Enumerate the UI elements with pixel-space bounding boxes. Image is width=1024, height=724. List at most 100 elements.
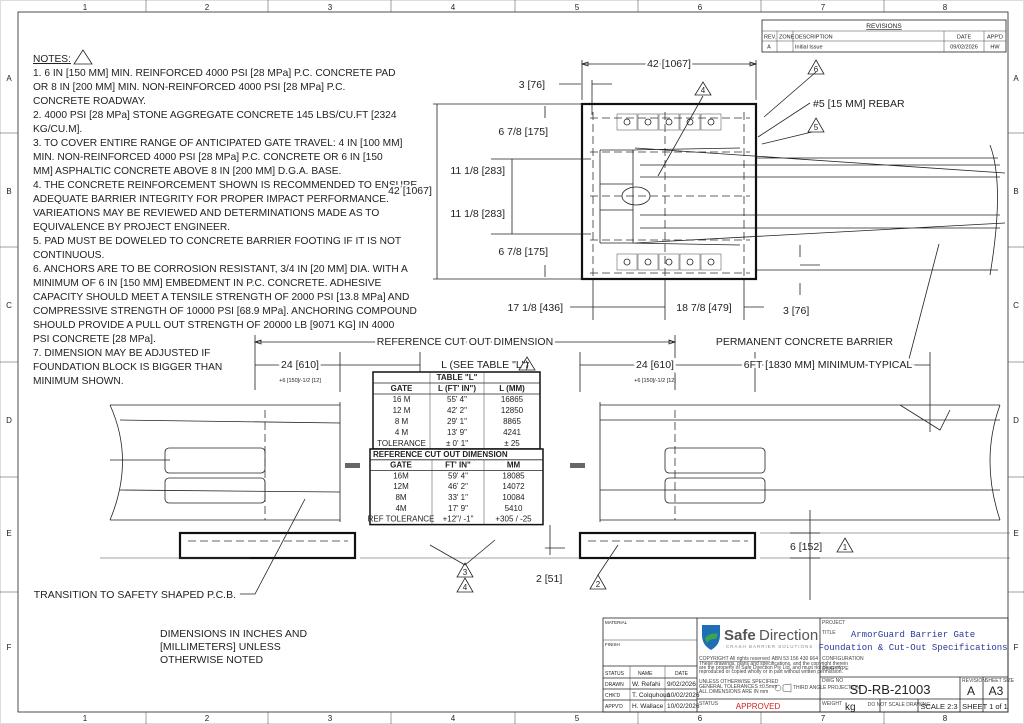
anchor-bolt-icon bbox=[686, 258, 694, 266]
zone-col-8-bottom: 8 bbox=[943, 714, 948, 723]
dwg-type-label: DWG TYPE bbox=[822, 666, 849, 672]
material-label: MATERIAL bbox=[605, 620, 628, 625]
table-ref-cell: 16M bbox=[393, 471, 409, 480]
sheet-size-label: SHEET SIZE bbox=[985, 678, 1015, 684]
notes-triangle-icon bbox=[73, 49, 93, 65]
do-not-scale: DO NOT SCALE DRAWING bbox=[868, 702, 931, 708]
units-note-line: OTHERWISE NOTED bbox=[160, 654, 263, 666]
svg-text:4: 4 bbox=[701, 86, 706, 95]
zone-col-3-bottom: 3 bbox=[328, 714, 333, 723]
zone-row-c-right: C bbox=[1013, 301, 1019, 310]
dim-51: 2 [51] bbox=[536, 573, 562, 585]
zone-row-f-right: F bbox=[1014, 643, 1019, 652]
safedirection-logo: Safe Direction CRASH BARRIER SOLUTIONS bbox=[702, 625, 818, 650]
right-foundation-block bbox=[578, 531, 757, 560]
note-line: MINIMUM SHOWN. bbox=[33, 376, 124, 387]
table-l-header: L (MM) bbox=[499, 384, 525, 393]
bolt-plate bbox=[700, 253, 722, 271]
table-ref-cell: 33' 1" bbox=[448, 493, 468, 502]
note-line: 1. 6 IN [150 MM] MIN. REINFORCED 4000 PS… bbox=[33, 68, 396, 79]
bolt-plate bbox=[679, 113, 701, 131]
note-line: MM] ASPHALTIC CONCRETE ABOVE 8 IN [200 M… bbox=[33, 166, 341, 177]
note-line: EQUIVALENCE BY PROJECT ENGINEER. bbox=[33, 222, 230, 233]
description-header: DESCRIPTION bbox=[795, 35, 833, 41]
anchor-bolt-icon bbox=[665, 118, 673, 126]
project-label: PROJECT bbox=[822, 620, 845, 626]
table-ref-cell: +305 / -25 bbox=[495, 515, 532, 524]
table-ref-cell: 5410 bbox=[505, 504, 523, 513]
svg-text:6: 6 bbox=[814, 65, 819, 74]
note-line: 7. DIMENSION MAY BE ADJUSTED IF bbox=[33, 348, 210, 359]
zone-col-1-bottom: 1 bbox=[83, 714, 88, 723]
revision-label: REVISION bbox=[962, 678, 986, 684]
zone-header: ZONE bbox=[779, 35, 795, 41]
drawing-title-line1: ArmorGuard Barrier Gate bbox=[851, 630, 975, 640]
notes-title: NOTES: bbox=[33, 54, 71, 65]
callout-7: 7 bbox=[518, 356, 536, 371]
left-tolerance: +6 [150]/-1/2 [12] bbox=[279, 378, 321, 384]
anchor-bolt-icon bbox=[623, 258, 631, 266]
note-line: 2. 4000 PSI [28 MPa] STONE AGGREGATE CON… bbox=[33, 110, 397, 121]
rev-value: A bbox=[767, 45, 771, 51]
left-24-dimension: 24 [610] bbox=[281, 359, 319, 371]
note-line: MIN. NON-REINFORCED 4000 PSI [28 MPa] P.… bbox=[33, 152, 383, 163]
elevation-view: REFERENCE CUT OUT DIMENSION 24 [610] +6 … bbox=[34, 334, 1010, 601]
note-line: CONTINUOUS. bbox=[33, 250, 104, 261]
tolerance-text: UNLESS OTHERWISE SPECIFIED bbox=[699, 679, 779, 685]
callout-5-plan: 5 bbox=[807, 117, 825, 133]
table-ref-cell: 46' 2" bbox=[448, 482, 468, 491]
svg-text:4: 4 bbox=[463, 583, 468, 592]
zone-col-3: 3 bbox=[328, 3, 333, 12]
anchor-bolt-icon bbox=[644, 118, 652, 126]
zone-row-d: D bbox=[6, 416, 12, 425]
revisions-title: REVISIONS bbox=[866, 23, 902, 30]
plan-height-dimension: 42 [1067] bbox=[388, 185, 432, 197]
note-line: 4. THE CONCRETE REINFORCEMENT SHOWN IS R… bbox=[33, 180, 417, 191]
zone-row-a-right: A bbox=[1013, 74, 1019, 83]
table-l-cell: 8 M bbox=[395, 417, 409, 426]
status-approved: APPROVED bbox=[736, 702, 781, 711]
note-line: 6. ANCHORS ARE TO BE CORROSION RESISTANT… bbox=[33, 264, 408, 275]
dim-436: 17 1/8 [436] bbox=[508, 302, 564, 314]
zone-row-b-right: B bbox=[1013, 187, 1018, 196]
checked-name: T. Colquhoun bbox=[632, 692, 671, 699]
zone-row-d-right: D bbox=[1013, 416, 1019, 425]
ref-cutout-dimension: REFERENCE CUT OUT DIMENSION bbox=[377, 336, 553, 348]
zone-col-2: 2 bbox=[205, 3, 210, 12]
bolt-plate bbox=[637, 113, 659, 131]
svg-text:7: 7 bbox=[525, 361, 530, 370]
anchor-bolt-icon bbox=[707, 118, 715, 126]
copyright-text: are the property of Safe Direction Pty L… bbox=[699, 665, 842, 671]
table-l-cell: 12850 bbox=[501, 406, 524, 415]
dim-283-top: 11 1/8 [283] bbox=[450, 165, 505, 177]
notes: NOTES: 1. 6 IN [150 MM] MIN. REINFORCED … bbox=[33, 49, 417, 387]
dwg-no-label: DWG NO bbox=[822, 678, 843, 684]
note-line: OR 8 IN [200 MM] MIN. NON-REINFORCED 400… bbox=[33, 82, 345, 93]
units-note-line: [MILLIMETERS] UNLESS bbox=[160, 641, 281, 653]
table-l-cell: 4241 bbox=[503, 428, 521, 437]
zone-col-5-bottom: 5 bbox=[575, 714, 580, 723]
drawn-name: W. Refahi bbox=[632, 681, 660, 688]
company-name-safe: Safe bbox=[724, 627, 756, 644]
table-l-header: GATE bbox=[391, 384, 413, 393]
table-l-cell: 55' 4" bbox=[447, 395, 467, 404]
sheet-size-value: A3 bbox=[989, 684, 1004, 698]
anchor-bolt-icon bbox=[665, 258, 673, 266]
table-l-cell: 8865 bbox=[503, 417, 521, 426]
table-l-cell: TOLERANCE bbox=[377, 439, 426, 448]
company-tagline: CRASH BARRIER SOLUTIONS bbox=[726, 644, 813, 649]
callout-3: 3 bbox=[456, 562, 474, 578]
zone-col-6-bottom: 6 bbox=[698, 714, 703, 723]
l-dimension-label: L (SEE TABLE "L") bbox=[441, 359, 529, 371]
callout-4-plan: 4 bbox=[694, 81, 712, 96]
bolt-plate bbox=[616, 113, 638, 131]
configuration-label: CONFIGURATION bbox=[822, 656, 864, 662]
bolt-plate bbox=[679, 253, 701, 271]
table-l-cell: 16865 bbox=[501, 395, 524, 404]
dim-152: 6 [152] bbox=[790, 541, 822, 553]
svg-text:3: 3 bbox=[463, 568, 468, 577]
